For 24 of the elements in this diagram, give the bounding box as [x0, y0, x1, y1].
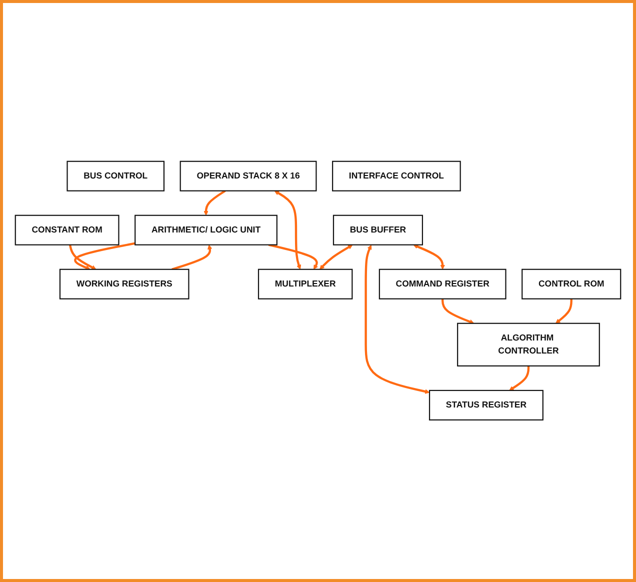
arrow	[320, 245, 353, 270]
arrow	[274, 191, 302, 270]
node-box: MULTIPLEXER	[258, 269, 353, 300]
arrow	[68, 244, 96, 270]
node-box: WORKING REGISTERS	[59, 269, 190, 300]
arrow	[442, 299, 474, 324]
arrow	[364, 245, 430, 394]
arrow	[74, 242, 136, 270]
arrow	[555, 299, 572, 324]
arrow	[204, 190, 226, 216]
node-box: ALGORITHM CONTROLLER	[457, 323, 600, 367]
node-box: COMMAND REGISTER	[378, 269, 506, 300]
node-box: OPERAND STACK 8 X 16	[180, 161, 317, 192]
node-box: CONSTANT ROM	[14, 215, 120, 246]
arrow	[268, 244, 318, 270]
node-box: STATUS REGISTER	[428, 390, 544, 421]
arrow	[172, 244, 212, 271]
node-box: INTERFACE CONTROL	[332, 161, 461, 192]
arrow	[413, 244, 445, 270]
node-box: ARITHMETIC/ LOGIC UNIT	[134, 215, 278, 246]
node-box: CONTROL ROM	[522, 269, 622, 300]
node-box: BUS BUFFER	[332, 215, 423, 246]
arrow	[509, 366, 530, 392]
node-box: BUS CONTROL	[66, 161, 165, 192]
